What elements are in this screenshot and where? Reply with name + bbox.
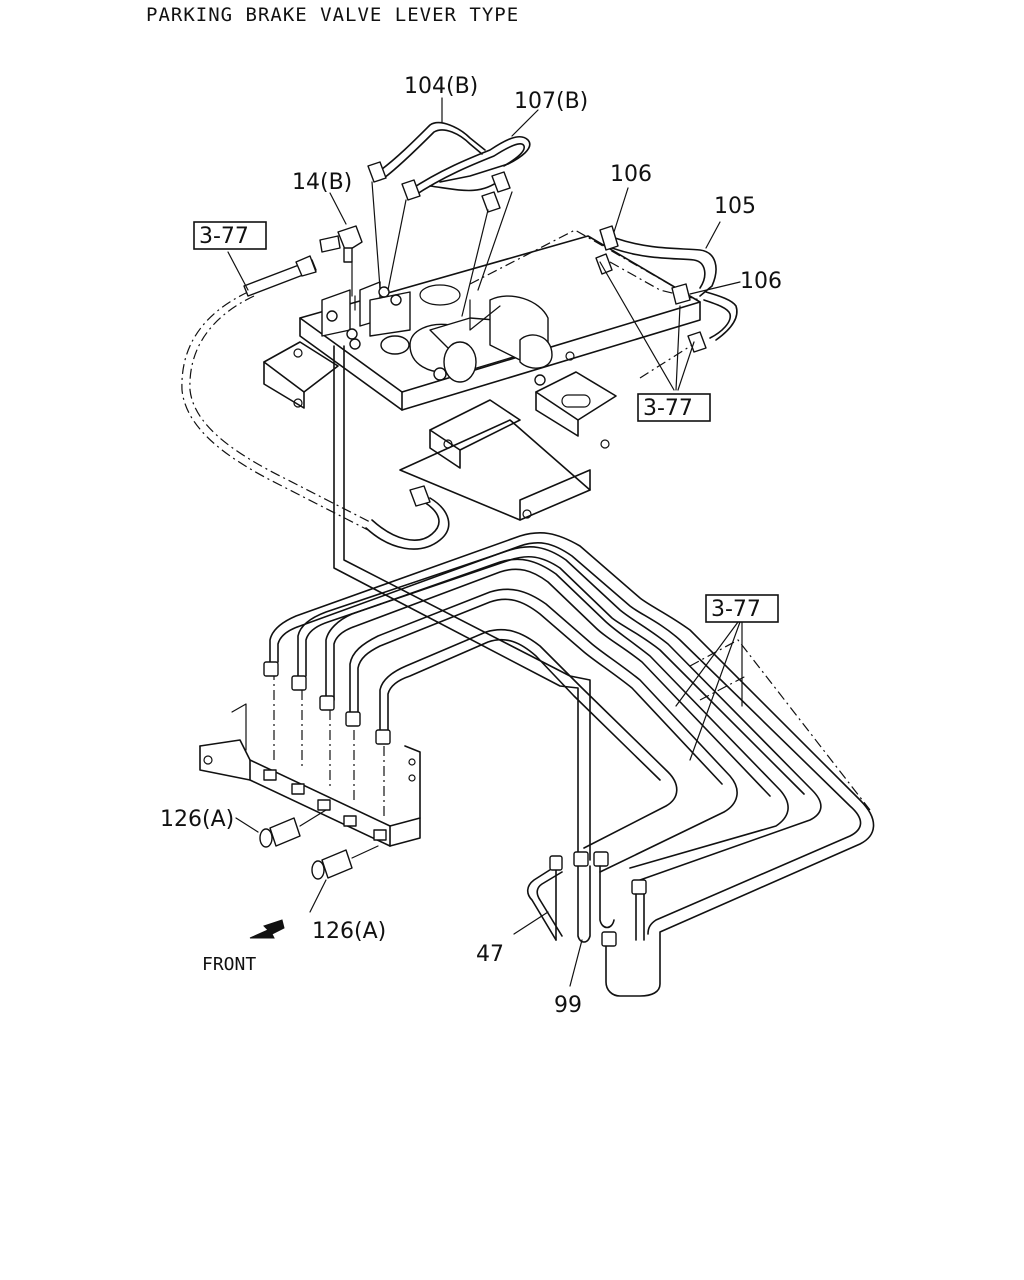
leader-lines <box>227 97 743 987</box>
clip-106-lower <box>671 283 707 353</box>
callout-107b: 107(B) <box>514 89 588 114</box>
callout-126a-lower: 126(A) <box>312 919 386 944</box>
callout-126a-upper: 126(A) <box>160 807 234 832</box>
reference-label: 3-77 <box>199 224 249 249</box>
reference-box-3-77-bottom: 3-77 <box>705 594 779 623</box>
pipe-47 <box>526 855 563 941</box>
hose-loop-left <box>181 255 450 550</box>
reference-label: 3-77 <box>643 396 693 421</box>
pipe-107b <box>387 135 531 317</box>
reference-box-3-77-left: 3-77 <box>193 221 267 250</box>
pipe-99 <box>573 851 647 947</box>
callout-106-upper: 106 <box>610 162 652 187</box>
pressure-switch-126a-upper <box>259 809 327 848</box>
callout-105: 105 <box>714 194 756 219</box>
fitting-14b <box>319 225 363 311</box>
callout-14b: 14(B) <box>292 170 352 195</box>
reference-box-3-77-right: 3-77 <box>637 393 711 422</box>
pipe-104b <box>367 121 486 289</box>
callout-47: 47 <box>476 942 504 967</box>
callout-104b: 104(B) <box>404 74 478 99</box>
callout-99: 99 <box>554 993 582 1018</box>
manifold-block <box>199 703 421 847</box>
front-label: FRONT <box>202 954 256 975</box>
pressure-switch-126a-lower <box>311 845 379 880</box>
front-arrow-icon <box>249 919 285 939</box>
clip-106-upper <box>595 225 619 275</box>
parking-brake-valve <box>380 284 553 386</box>
diagram-title: PARKING BRAKE VALVE LEVER TYPE <box>146 4 519 26</box>
pipe-bundle <box>263 532 875 997</box>
relay-fittings <box>321 281 411 350</box>
brake-valve-bracket <box>263 229 701 521</box>
callout-106-lower: 106 <box>740 269 782 294</box>
reference-label: 3-77 <box>711 597 761 622</box>
